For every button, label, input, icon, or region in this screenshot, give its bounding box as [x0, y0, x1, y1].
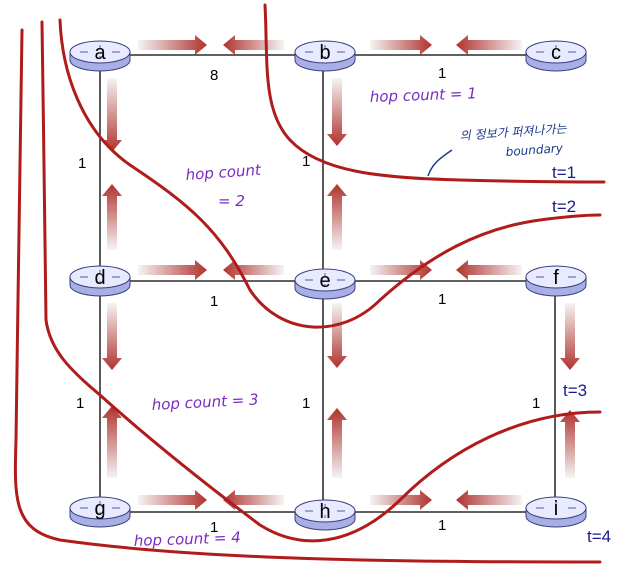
- router-a: a: [69, 40, 131, 72]
- weight-a-b: 8: [210, 67, 218, 84]
- annotation-hop-count-2-line1: hop count: [185, 161, 262, 184]
- wavefront-t2: [58, 18, 602, 329]
- annotation-boundary-line1: 의 정보가 퍼져나가는: [459, 121, 568, 142]
- time-label-t3: t=3: [563, 381, 587, 400]
- weight-g-h: 1: [210, 519, 218, 536]
- router-label-f: f: [553, 267, 559, 289]
- arrow-e-to-d: [223, 260, 284, 280]
- router-b: b: [294, 40, 356, 72]
- router-i: i: [525, 496, 587, 528]
- router-d: d: [69, 265, 131, 297]
- router-top: [69, 265, 131, 289]
- arrows: [102, 35, 580, 510]
- time-label-t2: t=2: [552, 197, 576, 216]
- annotation-boundary-line2: boundary: [505, 141, 564, 159]
- weight-b-c: 1: [438, 65, 446, 82]
- time-label-t4: t=4: [587, 527, 611, 546]
- weight-f-i: 1: [532, 395, 540, 412]
- router-top: [294, 499, 356, 523]
- arrow-f-to-i: [560, 303, 580, 370]
- router-label-d: d: [94, 267, 105, 289]
- router-e: e: [294, 268, 356, 300]
- router-marks: [80, 45, 120, 59]
- router-c: c: [525, 40, 587, 72]
- router-top: [294, 268, 356, 292]
- arrow-d-to-g: [102, 303, 122, 370]
- arrow-f-to-e: [456, 260, 522, 280]
- arrow-e-to-f: [370, 260, 432, 280]
- annotation-hop-count-2-line2: = 2: [218, 192, 245, 210]
- arrow-i-to-h: [456, 490, 522, 510]
- weight-b-e: 1: [302, 153, 310, 170]
- router-top: [69, 496, 131, 520]
- arrow-c-to-b: [456, 35, 522, 55]
- router-marks: [305, 504, 345, 518]
- router-label-e: e: [319, 270, 330, 292]
- arrow-g-to-d: [102, 406, 122, 478]
- router-label-a: a: [94, 42, 106, 64]
- router-marks: [536, 45, 576, 59]
- annotation-hop-count-1: hop count = 1: [370, 84, 478, 106]
- annotations: hop count = 1 hop count = 2 hop count = …: [134, 84, 568, 550]
- router-top: [525, 496, 587, 520]
- router-top: [525, 265, 587, 289]
- router-label-h: h: [319, 501, 330, 523]
- router-label-b: b: [319, 42, 330, 64]
- arrow-a-to-d: [102, 78, 122, 152]
- router-marks: [536, 270, 576, 284]
- wavefront-t3: [40, 20, 602, 543]
- arrow-d-to-a: [102, 184, 122, 250]
- arrow-h-to-e: [327, 408, 347, 478]
- annotation-boundary-pointer: [427, 149, 453, 177]
- weight-d-g: 1: [76, 395, 84, 412]
- arrow-b-to-c: [370, 35, 432, 55]
- router-top: [294, 40, 356, 64]
- annotation-hop-count-4: hop count = 4: [134, 528, 242, 550]
- annotation-hop-count-3: hop count = 3: [151, 390, 259, 414]
- router-top: [525, 40, 587, 64]
- edges: [99, 54, 556, 513]
- arrow-b-to-e: [327, 78, 347, 146]
- wavefronts: [13, 3, 606, 564]
- router-top: [69, 40, 131, 64]
- router-f: f: [525, 265, 587, 297]
- weight-e-f: 1: [438, 291, 446, 308]
- arrow-b-to-a: [223, 35, 284, 55]
- weight-e-h: 1: [302, 395, 310, 412]
- weight-h-i: 1: [438, 517, 446, 534]
- time-labels: t=1 t=2 t=3 t=4: [552, 163, 611, 546]
- arrow-h-to-g: [223, 490, 284, 510]
- arrow-e-to-h: [327, 303, 347, 368]
- arrow-e-to-b: [327, 184, 347, 250]
- link-weights: 8 1 1 1 1 1 1 1 1 1 1: [76, 65, 540, 536]
- wavefront-t4: [13, 28, 602, 564]
- router-g: g: [69, 496, 131, 528]
- routers: a b c d e f g h i: [69, 40, 587, 531]
- arrow-a-to-b: [138, 35, 207, 55]
- router-marks: [305, 45, 345, 59]
- arrow-g-to-h: [138, 490, 207, 510]
- time-label-t1: t=1: [552, 163, 576, 182]
- wavefront-t1: [263, 3, 606, 184]
- router-label-g: g: [94, 498, 105, 520]
- router-marks: [305, 273, 345, 287]
- arrow-d-to-e: [138, 260, 207, 280]
- router-marks: [80, 501, 120, 515]
- arrow-i-to-f: [560, 410, 580, 478]
- router-h: h: [294, 499, 356, 531]
- router-label-c: c: [551, 42, 561, 64]
- weight-a-d: 1: [78, 155, 86, 172]
- router-marks: [80, 270, 120, 284]
- router-marks: [536, 501, 576, 515]
- router-label-i: i: [554, 498, 558, 520]
- weight-d-e: 1: [210, 293, 218, 310]
